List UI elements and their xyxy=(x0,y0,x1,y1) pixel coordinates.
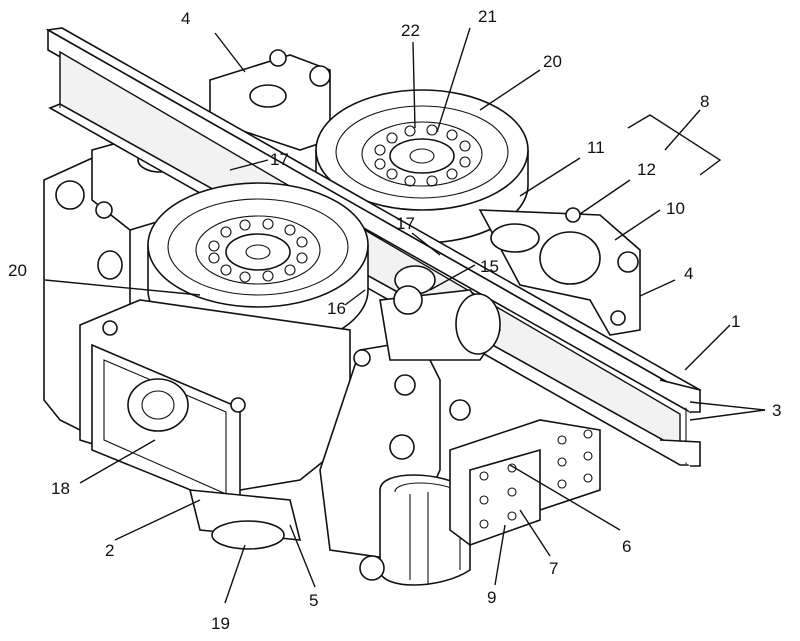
callout-3: 3 xyxy=(772,401,781,420)
callout-2: 2 xyxy=(105,541,114,560)
callout-20-left: 20 xyxy=(8,261,27,280)
callout-17-mid: 17 xyxy=(396,214,415,233)
callout-16: 16 xyxy=(327,299,346,318)
callout-10: 10 xyxy=(666,199,685,218)
callout-18: 18 xyxy=(51,479,70,498)
callout-22: 22 xyxy=(401,21,420,40)
callout-6: 6 xyxy=(622,537,631,556)
callout-20-top: 20 xyxy=(543,52,562,71)
callout-7: 7 xyxy=(549,559,558,578)
callout-12: 12 xyxy=(637,160,656,179)
callout-19: 19 xyxy=(211,614,230,633)
callout-4-right: 4 xyxy=(684,264,693,283)
callout-21: 21 xyxy=(478,7,497,26)
callout-9: 9 xyxy=(487,588,496,607)
callout-1: 1 xyxy=(731,312,740,331)
callout-11: 11 xyxy=(587,138,605,157)
front-housing xyxy=(80,300,350,549)
callout-4-top: 4 xyxy=(181,9,190,28)
callout-15: 15 xyxy=(480,257,499,276)
callout-5: 5 xyxy=(309,591,318,610)
callout-8: 8 xyxy=(700,92,709,111)
callout-17-top: 17 xyxy=(270,150,289,169)
